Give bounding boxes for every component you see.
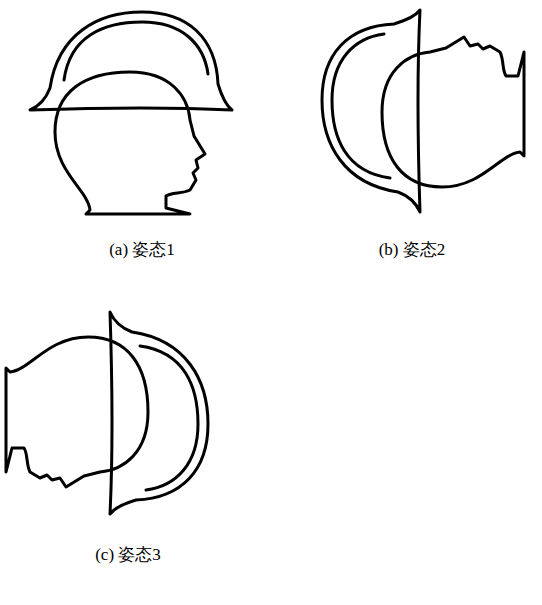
caption-label: (b) 姿态2: [379, 238, 446, 261]
caption-label: (c) 姿态3: [95, 543, 161, 566]
posture-1-figure: [30, 12, 232, 214]
caption-label: (a) 姿态1: [109, 238, 175, 261]
posture-2-figure: [322, 10, 524, 212]
posture-3-figure: [6, 312, 208, 514]
